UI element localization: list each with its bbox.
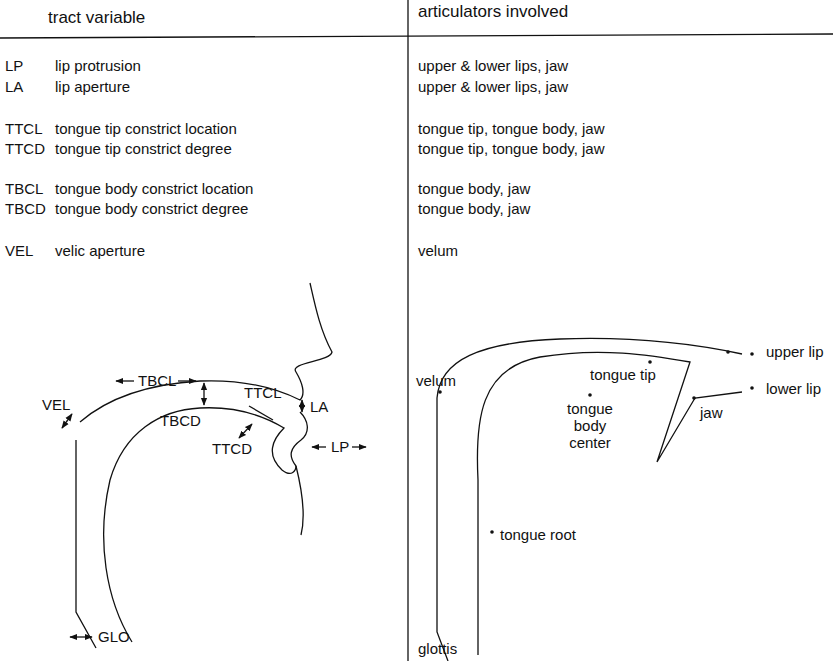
lower-lip-chin [291, 412, 307, 535]
pharynx-wall [437, 398, 448, 661]
upper-lip-point [750, 352, 754, 356]
tract-variable-name: tongue body constrict location [55, 180, 253, 197]
articulator-label: tongue tip [590, 366, 656, 383]
tongue-root-point [490, 530, 494, 534]
articulator-list: tongue tip, tongue body, jaw [418, 140, 605, 157]
header-rule [0, 34, 833, 38]
articulator-label: jaw [700, 404, 723, 421]
tract-variable-name: tongue tip constrict degree [55, 140, 232, 157]
articulator-list: upper & lower lips, jaw [418, 78, 568, 95]
palate-outline [437, 338, 742, 398]
la-arrow [301, 400, 302, 412]
tract-variable-label: VEL [42, 396, 70, 413]
palate-outline [80, 283, 332, 422]
tract-variable-abbrev: TBCD [5, 200, 46, 217]
tongue-body-center-point [588, 393, 592, 397]
tract-variable-name: tongue body constrict degree [55, 200, 248, 217]
tract-variable-label: LP [331, 438, 349, 455]
ttcd-arrow [239, 424, 252, 438]
tract-variable-label: TTCD [212, 440, 252, 457]
articulator-label: tongue root [500, 526, 576, 543]
articulator-label: glottis [418, 640, 457, 657]
jaw-point [692, 396, 696, 400]
tract-variable-label: LA [310, 398, 328, 415]
lower-lip-point [750, 386, 754, 390]
column-header: articulators involved [418, 2, 568, 22]
articulator-label: lower lip [766, 380, 821, 397]
velum-point [438, 390, 442, 394]
column-divider [407, 0, 408, 661]
articulator-list: tongue tip, tongue body, jaw [418, 120, 605, 137]
pharynx-wall [76, 440, 96, 648]
tongue-jaw-outline [477, 352, 742, 655]
articulator-list: tongue body, jaw [418, 180, 530, 197]
column-header: tract variable [48, 8, 145, 28]
tract-variable-label: TBCD [160, 412, 201, 429]
articulator-label: upper lip [766, 343, 824, 360]
articulator-list: tongue body, jaw [418, 200, 530, 217]
tract-variable-label: GLO [98, 628, 130, 645]
tbcl-arrow [178, 380, 196, 381]
ttcl-line [249, 406, 273, 420]
tract-variable-abbrev: TBCL [5, 180, 43, 197]
glo-arrow [70, 636, 92, 637]
tract-variable-label: TTCL [244, 384, 282, 401]
articulator-list: upper & lower lips, jaw [418, 57, 568, 74]
tract-variable-abbrev: TTCD [5, 140, 45, 157]
tract-variable-name: lip protrusion [55, 57, 141, 74]
articulator-label: velum [416, 372, 456, 389]
tract-variable-name: lip aperture [55, 78, 130, 95]
tract-variable-abbrev: LA [5, 78, 23, 95]
tbcd-arrow [203, 383, 204, 405]
tract-variable-abbrev: TTCL [5, 120, 43, 137]
lp-arrow [352, 446, 366, 447]
articulator-list: velum [418, 242, 458, 259]
tongue-outline [104, 408, 296, 642]
lp-arrow [312, 446, 326, 447]
tract-variable-name: tongue tip constrict location [55, 120, 237, 137]
tongue-tip-point [648, 360, 652, 364]
tract-variable-abbrev: LP [5, 57, 23, 74]
tract-variable-name: velic aperture [55, 242, 145, 259]
upper-lip-point [726, 350, 730, 354]
vel-arrow [62, 414, 72, 428]
articulator-label: tongue body center [560, 400, 620, 451]
tbcl-arrow [116, 380, 134, 381]
tract-variable-label: TBCL [138, 372, 176, 389]
tract-variable-abbrev: VEL [5, 242, 33, 259]
